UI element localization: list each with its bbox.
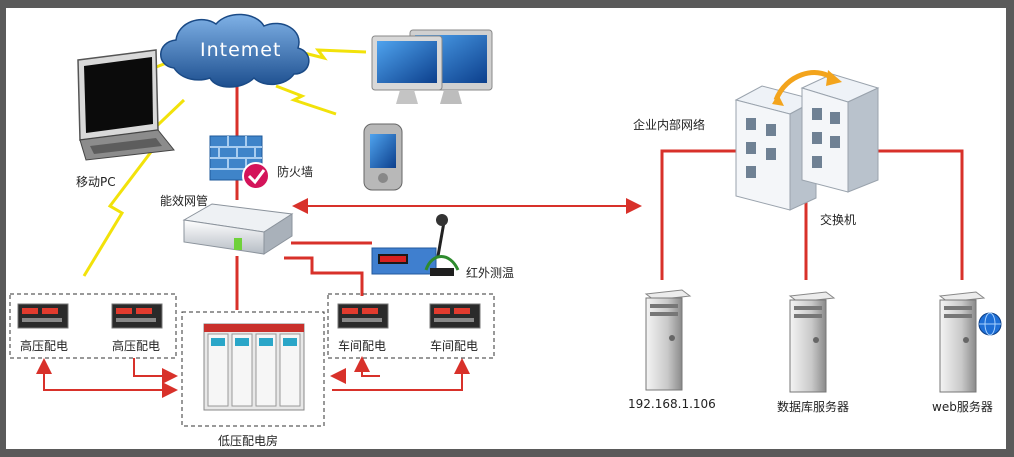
phone-icon	[363, 123, 403, 191]
wireless-link-phone	[275, 84, 337, 116]
link-gateway-workshop	[284, 256, 364, 296]
server-2-icon	[788, 291, 836, 393]
arrows	[36, 198, 642, 398]
enterprise-network-label: 企业内部网络	[633, 118, 706, 132]
group-boxes	[9, 293, 495, 427]
meter-hv1	[17, 303, 69, 329]
group-lowvoltage	[181, 311, 325, 427]
diagram-svg	[9, 13, 1002, 427]
server1-label: 192.168.1.106	[628, 397, 716, 411]
group-hv	[9, 293, 177, 359]
arrow-room-ws1	[354, 356, 380, 377]
hv1-label: 高压配电	[20, 339, 69, 353]
gateway-router-icon	[182, 203, 294, 255]
group-workshop	[327, 293, 495, 359]
ws2-label: 车间配电	[430, 339, 479, 353]
infrared-label: 红外测温	[466, 266, 515, 280]
ws1-label: 车间配电	[338, 339, 387, 353]
link-switch-right	[868, 149, 964, 280]
link-switch-bus	[660, 149, 741, 280]
server-1-icon	[644, 289, 692, 391]
server3-label: web服务器	[932, 400, 993, 414]
enterprise-buildings-icon	[734, 70, 880, 211]
server-3-icon	[938, 291, 1002, 393]
laptop-icon	[77, 49, 175, 161]
mobile-pc-label: 移动PC	[76, 175, 116, 189]
wired-links	[235, 82, 964, 310]
arrow-room-ws2	[332, 358, 470, 391]
network-diagram-canvas: Intemet 移动PC 防火墙 能效网管 红外测温 企业内部网络 交换机 高压…	[6, 8, 1006, 449]
gateway-label: 能效网管	[160, 194, 209, 208]
arrow-hv2-room	[133, 358, 178, 384]
firewall-icon	[209, 135, 270, 190]
internet-cloud	[160, 13, 310, 88]
meters	[17, 303, 481, 329]
hv2-label: 高压配电	[112, 339, 161, 353]
internet-label: Intemet	[200, 39, 282, 61]
servers	[644, 289, 1002, 393]
switch-label: 交换机	[820, 213, 857, 227]
meter-ws1	[337, 303, 389, 329]
low-voltage-room-label: 低压配电房	[218, 434, 279, 448]
meter-ws2	[429, 303, 481, 329]
firewall-label: 防火墙	[277, 165, 314, 179]
wireless-link-imac	[295, 48, 367, 61]
meter-hv2	[111, 303, 163, 329]
imac-icon	[371, 29, 493, 104]
infrared-meter-icon	[371, 214, 460, 276]
server2-label: 数据库服务器	[777, 400, 850, 414]
switchgear-cabinet-icon	[203, 323, 305, 411]
